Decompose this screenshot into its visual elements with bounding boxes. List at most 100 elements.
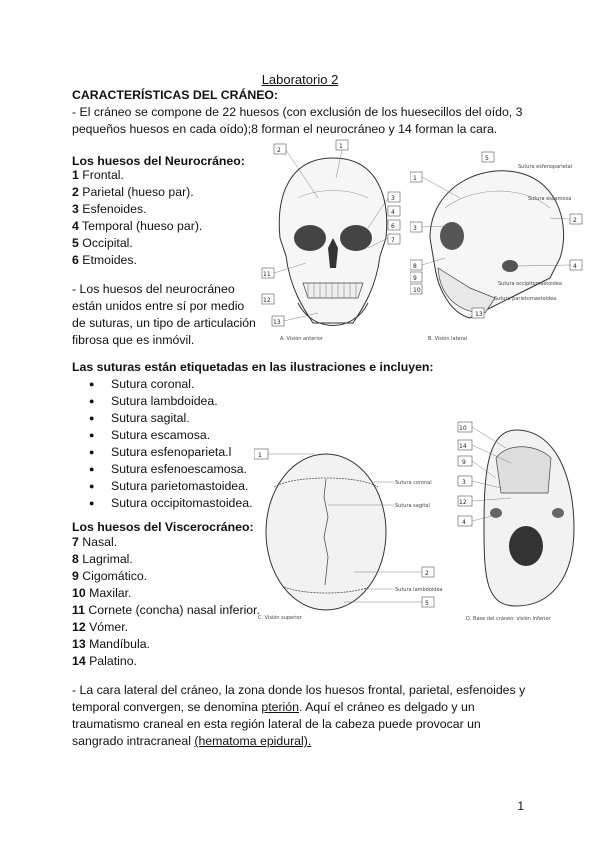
figure-a-label: 6 — [391, 223, 395, 230]
figure-a-label: 1 — [339, 143, 343, 150]
viscero-item: 14 Palatino. — [72, 653, 260, 670]
lateral-line-3: traumatismo craneal en esta región later… — [72, 717, 481, 731]
neuro-item-text: Occipital. — [78, 236, 133, 250]
viscero-item-number: 14 — [72, 654, 86, 668]
figure-d-label: 10 — [459, 425, 467, 432]
neuro-item-text: Temporal (hueso par). — [78, 219, 203, 233]
section-heading-neurocraneo: Los huesos del Neurocráneo: — [72, 154, 245, 168]
figure-d-caption: D. Base del cráneo: visión inferior — [466, 615, 552, 622]
figure-b-annotation: Sutura escamosa — [528, 196, 571, 202]
pterion-link[interactable]: pterión — [261, 700, 299, 714]
viscero-item-number: 10 — [72, 586, 86, 600]
sutura-item: Sutura parietomastoidea. — [89, 478, 253, 495]
figure-d-label: 4 — [462, 519, 466, 526]
viscero-item-number: 13 — [72, 637, 86, 651]
viscero-item: 11 Cornete (concha) nasal inferior. — [72, 602, 260, 619]
neuro-item-text: Esfenoides. — [78, 202, 147, 216]
viscero-item-text: Lagrimal. — [78, 552, 133, 566]
caracteristicas-line-2: pequeños huesos en cada oído);8 forman e… — [72, 122, 498, 136]
viscero-item: 9 Cigomático. — [72, 568, 260, 585]
sutura-item: Sutura escamosa. — [89, 427, 253, 444]
viscero-item-text: Cigomático. — [78, 569, 148, 583]
neuro-item: 2 Parietal (hueso par). — [72, 184, 202, 201]
figure-b-label: 2 — [573, 217, 577, 224]
sutura-item: Sutura esfenoescamosa. — [89, 461, 253, 478]
figure-d-label: 14 — [459, 443, 467, 450]
neuro-note: - Los huesos del neurocráneo están unido… — [72, 281, 256, 349]
neuro-item-number: 1 — [72, 168, 79, 182]
figure-c-label: 2 — [425, 570, 429, 577]
figure-a-label: 13 — [273, 319, 281, 326]
suturas-list: Sutura coronal. Sutura lambdoidea. Sutur… — [89, 376, 253, 512]
lateral-text: sangrado intracraneal — [72, 734, 195, 748]
sutura-item: Sutura coronal. — [89, 376, 253, 393]
lateral-text: temporal convergen, se denomina — [72, 700, 262, 714]
figure-b-label: 3 — [413, 225, 417, 232]
sutura-item: Sutura esfenoparieta.l — [89, 444, 253, 461]
figure-b-annotation: Sutura parietomastoidea — [494, 296, 556, 302]
viscero-item: 10 Maxilar. — [72, 585, 260, 602]
figure-c-annotation: Sutura sagital — [395, 503, 430, 509]
neuro-item: 6 Etmoides. — [72, 252, 202, 269]
figure-b-label: 13 — [475, 311, 483, 318]
figure-c-label: 1 — [258, 452, 262, 459]
viscero-item: 12 Vómer. — [72, 619, 260, 636]
lateral-line-2: temporal convergen, se denomina pterión.… — [72, 699, 525, 716]
neuro-item: 1 Frontal. — [72, 167, 202, 184]
figure-b-caption: B. Visión lateral — [428, 335, 467, 342]
viscero-item-text: Maxilar. — [85, 586, 132, 600]
viscero-item: 8 Lagrimal. — [72, 551, 260, 568]
neuro-item-number: 3 — [72, 202, 79, 216]
figure-a-label: 12 — [263, 297, 271, 304]
figure-a-label: 11 — [263, 271, 271, 278]
figure-b-label: 4 — [573, 263, 577, 270]
figure-c-annotation: Sutura lambdoidea — [395, 587, 443, 593]
lateral-text: . Aquí el cráneo es delgado y un — [298, 700, 475, 714]
figure-a-label: 7 — [391, 237, 395, 244]
figure-d-label: 9 — [462, 459, 466, 466]
page-title: Laboratorio 2 — [261, 72, 339, 87]
lateral-line-1: - La cara lateral del cráneo, la zona do… — [72, 683, 526, 697]
viscero-list: 7 Nasal. 8 Lagrimal. 9 Cigomático. 10 Ma… — [72, 534, 260, 670]
viscero-item: 13 Mandíbula. — [72, 636, 260, 653]
section-heading-suturas: Las suturas están etiquetadas en las ilu… — [72, 360, 434, 374]
figure-b-label: 10 — [413, 287, 421, 294]
neuro-note-line: están unidos entre sí por medio — [72, 299, 245, 313]
figure-d-label: 12 — [459, 499, 467, 506]
viscero-item-number: 8 — [72, 552, 79, 566]
viscero-item-text: Cornete (concha) nasal inferior. — [85, 603, 260, 617]
section-heading-caracteristicas: CARACTERÍSTICAS DEL CRÁNEO: — [72, 88, 279, 102]
neuro-item: 4 Temporal (hueso par). — [72, 218, 202, 235]
figure-c-caption: C. Visión superior — [258, 614, 303, 621]
neuro-item: 3 Esfenoides. — [72, 201, 202, 218]
neuro-item-text: Etmoides. — [78, 253, 137, 267]
viscero-item: 7 Nasal. — [72, 534, 260, 551]
section-heading-viscerocraneo: Los huesos del Viscerocráneo: — [72, 520, 254, 534]
page-number: 1 — [517, 799, 524, 813]
figure-skull-superior: 1 2 5 Sutura coronal Sutura sagital Sutu… — [254, 437, 444, 623]
neuro-item: 5 Occipital. — [72, 235, 202, 252]
viscero-item-number: 11 — [72, 603, 85, 617]
lateral-paragraph: - La cara lateral del cráneo, la zona do… — [72, 682, 525, 750]
figure-a-label: 4 — [391, 209, 395, 216]
figure-d-label: 3 — [462, 479, 466, 486]
neuro-item-text: Frontal. — [78, 168, 124, 182]
hematoma-epidural-link[interactable]: (hematoma epidural). — [194, 734, 312, 748]
sutura-item: Sutura sagital. — [89, 410, 253, 427]
neuro-list: 1 Frontal. 2 Parietal (hueso par). 3 Esf… — [72, 167, 202, 269]
neuro-item-text: Parietal (hueso par). — [78, 185, 194, 199]
figure-skull-anterior: 2 1 3 4 6 7 11 12 13 A. Visión anterior — [258, 138, 408, 344]
figure-a-label: 2 — [277, 147, 281, 154]
neuro-item-number: 6 — [72, 253, 79, 267]
viscero-item-number: 12 — [72, 620, 86, 634]
caracteristicas-line-1: - El cráneo se compone de 22 huesos (con… — [72, 105, 523, 119]
neuro-item-number: 2 — [72, 185, 79, 199]
sutura-item: Sutura occipitomastoidea. — [89, 495, 253, 512]
lateral-line-4: sangrado intracraneal (hematoma epidural… — [72, 733, 525, 750]
neuro-note-line: - Los huesos del neurocráneo — [72, 282, 235, 296]
figure-b-annotation: Sutura esfenoparietal — [518, 164, 572, 170]
neuro-note-line: fibrosa que es inmóvil. — [72, 333, 195, 347]
viscero-item-text: Palatino. — [85, 654, 137, 668]
figure-c-annotation: Sutura coronal — [395, 480, 432, 486]
figure-b-label: 8 — [413, 263, 417, 270]
